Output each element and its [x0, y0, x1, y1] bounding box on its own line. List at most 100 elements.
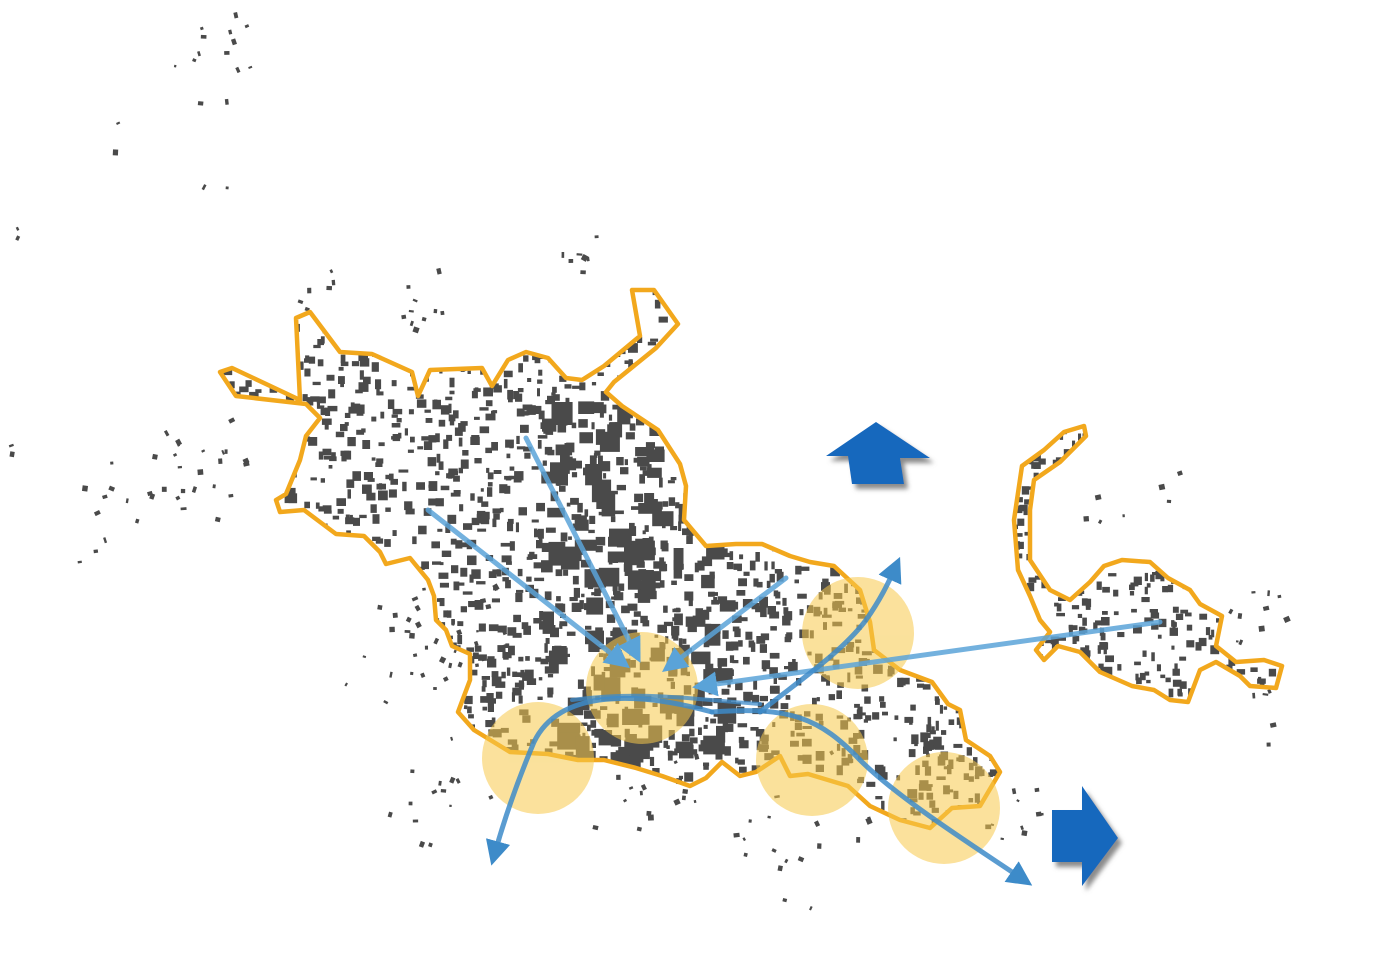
building-footprint [232, 443, 236, 450]
building-footprint [459, 728, 469, 733]
building-footprint [370, 504, 377, 513]
building-footprint [872, 712, 880, 720]
building-footprint [910, 704, 916, 711]
building-footprint [1158, 618, 1167, 628]
building-footprint [995, 715, 1000, 721]
building-footprint [732, 660, 739, 664]
building-footprint [1103, 646, 1107, 655]
building-footprint [1048, 535, 1052, 540]
building-footprint [1112, 453, 1119, 461]
building-footprint [316, 661, 325, 669]
building-footprint [1042, 704, 1045, 711]
building-footprint [906, 489, 912, 495]
building-footprint [391, 778, 397, 788]
building-footprint [359, 568, 364, 579]
building-footprint [397, 622, 402, 632]
building-footprint [1172, 668, 1180, 676]
building-footprint [927, 330, 936, 335]
building-footprint [767, 348, 776, 355]
building-footprint [1262, 479, 1271, 485]
building-footprint [385, 779, 394, 783]
building-footprint [1016, 497, 1023, 503]
building-footprint [986, 699, 992, 706]
building-footprint [579, 382, 586, 391]
building-footprint [1081, 598, 1088, 606]
building-footprint [1087, 469, 1095, 475]
building-footprint [1116, 522, 1120, 532]
building-footprint [440, 405, 450, 415]
building-footprint [615, 336, 620, 346]
building-footprint [1123, 702, 1131, 711]
building-footprint [1268, 668, 1277, 677]
building-footprint [525, 656, 530, 661]
building-footprint [606, 341, 610, 350]
building-footprint [520, 338, 531, 346]
building-footprint [456, 772, 462, 779]
building-footprint [737, 381, 745, 388]
building-footprint [625, 432, 635, 440]
building-footprint [980, 303, 984, 312]
building-footprint [1152, 454, 1157, 461]
building-footprint [1256, 708, 1261, 713]
building-footprint [852, 799, 858, 809]
building-footprint [699, 525, 710, 531]
building-footprint [1200, 467, 1205, 473]
building-footprint [579, 600, 584, 610]
building-footprint [591, 422, 595, 430]
building-footprint [267, 801, 277, 806]
building-footprint [1005, 597, 1010, 600]
building-footprint [637, 336, 643, 343]
building-footprint [227, 323, 234, 330]
building-footprint [1092, 542, 1099, 550]
building-footprint [892, 576, 898, 586]
building-footprint [690, 447, 699, 456]
building-footprint [306, 642, 315, 650]
building-footprint [1216, 466, 1224, 472]
building-footprint [795, 565, 802, 575]
building-footprint [1144, 586, 1148, 595]
building-footprint [1189, 558, 1197, 565]
building-footprint [511, 297, 516, 306]
building-footprint [393, 676, 399, 686]
building-footprint [719, 367, 730, 373]
building-footprint [914, 740, 918, 747]
building-footprint [1149, 503, 1159, 508]
building-footprint [858, 336, 868, 346]
building-footprint [387, 399, 395, 409]
building-footprint [1031, 463, 1036, 469]
building-footprint [918, 297, 924, 306]
building-footprint [1192, 447, 1197, 452]
building-footprint [833, 370, 840, 379]
building-footprint [452, 742, 459, 748]
building-footprint [931, 726, 935, 732]
building-footprint [318, 451, 324, 460]
building-footprint [536, 502, 545, 512]
building-footprint [492, 518, 497, 528]
building-footprint [197, 51, 201, 57]
building-footprint [585, 625, 592, 630]
building-footprint [802, 326, 808, 336]
building-footprint [878, 401, 886, 409]
building-footprint [1237, 612, 1243, 620]
building-footprint [1220, 527, 1228, 535]
building-footprint [797, 856, 805, 863]
building-footprint [1195, 516, 1202, 526]
building-footprint [611, 490, 618, 495]
building-footprint [408, 726, 414, 737]
building-footprint [1113, 431, 1121, 436]
building-footprint [396, 658, 401, 667]
building-footprint [432, 399, 441, 410]
building-footprint [912, 385, 921, 395]
building-footprint [675, 333, 684, 339]
building-footprint [201, 184, 207, 191]
building-footprint [1035, 525, 1041, 529]
building-footprint [1168, 688, 1174, 698]
building-footprint [599, 431, 620, 452]
building-footprint [748, 640, 755, 648]
building-footprint [819, 437, 825, 443]
building-footprint [782, 615, 791, 626]
building-footprint [756, 636, 766, 644]
building-footprint [724, 357, 730, 364]
building-footprint [1206, 688, 1210, 694]
building-footprint [1228, 433, 1235, 440]
